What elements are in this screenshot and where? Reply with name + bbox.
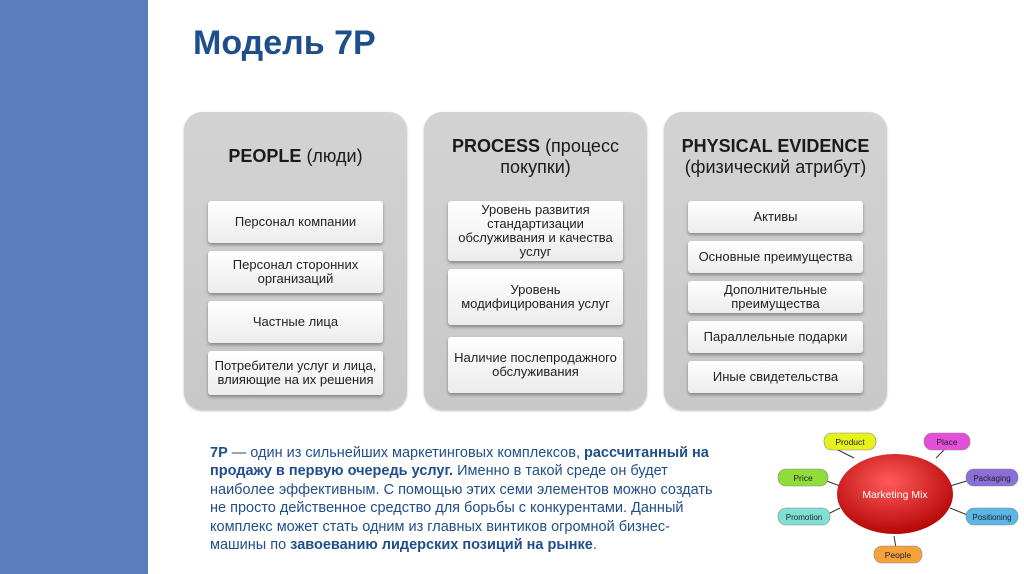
evidence-item-assets: Активы [688,201,863,233]
process-item-standardization: Уровень развития стандартизации обслужив… [448,201,623,261]
panel-process: PROCESS (процесс покупки) Уровень развит… [424,112,647,410]
marketing-mix-center-label: Marketing Mix [862,489,928,501]
side-accent-bar [0,0,148,574]
evidence-item-other: Иные свидетельства [688,361,863,393]
panel-process-heading-bold: PROCESS [452,136,541,156]
panel-process-heading-rest: (процесс покупки) [500,136,619,177]
mix-product-label: Product [835,437,865,447]
desc-leadership-emphasis: завоеванию лидерских позиций на рынке [290,537,593,554]
desc-7p: 7P [210,445,228,461]
page-title: Модель 7Р [193,24,376,62]
panel-people-heading-bold: PEOPLE [228,146,302,166]
panel-process-heading: PROCESS (процесс покупки) [424,136,647,178]
marketing-mix-diagram: Marketing Mix Product Place Price Packag… [777,432,1019,564]
panel-people: PEOPLE (люди) Персонал компании Персонал… [184,112,407,410]
panel-physical-heading: PHYSICAL EVIDENCE(физический атрибут) [664,136,887,178]
mix-packaging-label: Packaging [973,474,1010,483]
description-paragraph: 7P — один из сильнейших маркетинговых ко… [210,444,720,554]
desc-services-emphasis: рассчитанный на продажу в первую очередь… [210,445,709,480]
desc-part-6: . [592,537,597,554]
panel-people-heading: PEOPLE (люди) [184,146,407,167]
desc-part-2: — один из сильнейших маркетинговых компл… [227,445,585,461]
mix-place-label: Place [936,437,958,447]
mix-positioning-label: Positioning [972,513,1011,522]
marketing-mix-center [837,454,953,534]
panel-people-heading-rest: (люди) [301,146,363,166]
process-item-aftersale: Наличие послепродажного обслуживания [448,337,623,393]
evidence-item-main-benefits: Основные преимущества [688,241,863,273]
mix-people-label: People [885,550,912,560]
evidence-item-extra-benefits: Дополнительные преимущества [688,281,863,313]
desc-part-4: Именно в такой среде он будет наиболее э… [210,463,713,554]
panel-physical-heading-bold: PHYSICAL EVIDENCE [681,136,870,156]
people-item-staff: Персонал компании [208,201,383,243]
people-item-external-staff: Персонал сторонних организаций [208,251,383,293]
mix-promotion-label: Promotion [786,513,822,522]
process-item-modification: Уровень модифицирования услуг [448,269,623,325]
people-item-private: Частные лица [208,301,383,343]
mix-price-label: Price [793,473,813,483]
people-item-consumers: Потребители услуг и лица, влияющие на их… [208,351,383,395]
panel-physical-heading-rest: (физический атрибут) [684,157,867,177]
evidence-item-gifts: Параллельные подарки [688,321,863,353]
panel-physical-evidence: PHYSICAL EVIDENCE(физический атрибут) Ак… [664,112,887,410]
